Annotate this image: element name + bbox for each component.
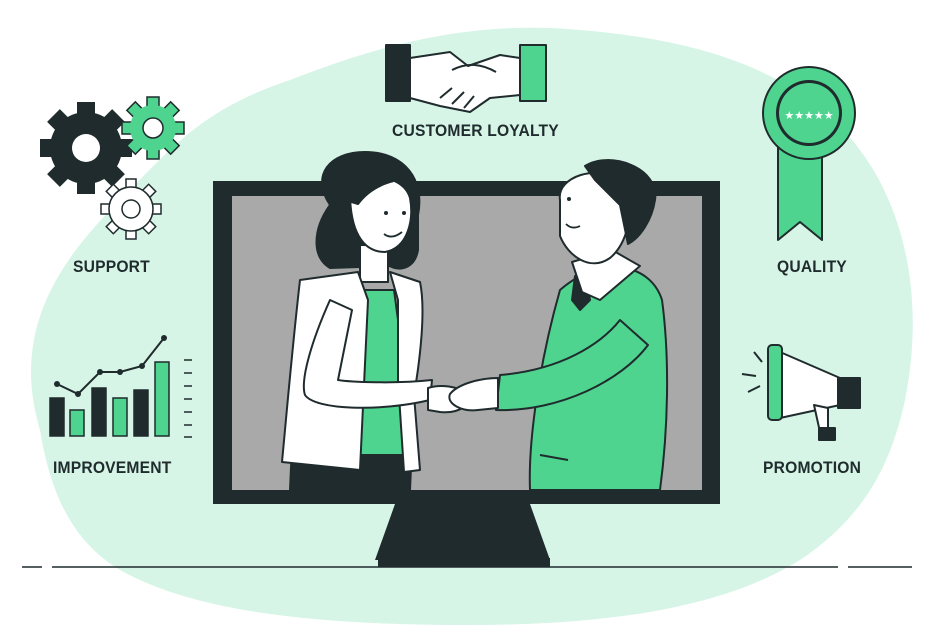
bar-chart-icon bbox=[49, 335, 192, 438]
ribbon-badge-icon bbox=[762, 66, 856, 241]
badge-stars: ★★★★★ bbox=[784, 109, 833, 122]
gears-icon bbox=[40, 96, 185, 240]
megaphone-icon bbox=[741, 344, 861, 441]
man-figure bbox=[448, 159, 669, 491]
label-improvement: IMPROVEMENT bbox=[53, 458, 172, 477]
label-promotion: PROMOTION bbox=[763, 458, 862, 477]
label-customer-loyalty: CUSTOMER LOYALTY bbox=[392, 121, 559, 140]
woman-figure bbox=[281, 151, 470, 491]
label-support: SUPPORT bbox=[73, 257, 150, 276]
handshake-icon bbox=[385, 44, 547, 113]
label-quality: QUALITY bbox=[777, 257, 847, 276]
